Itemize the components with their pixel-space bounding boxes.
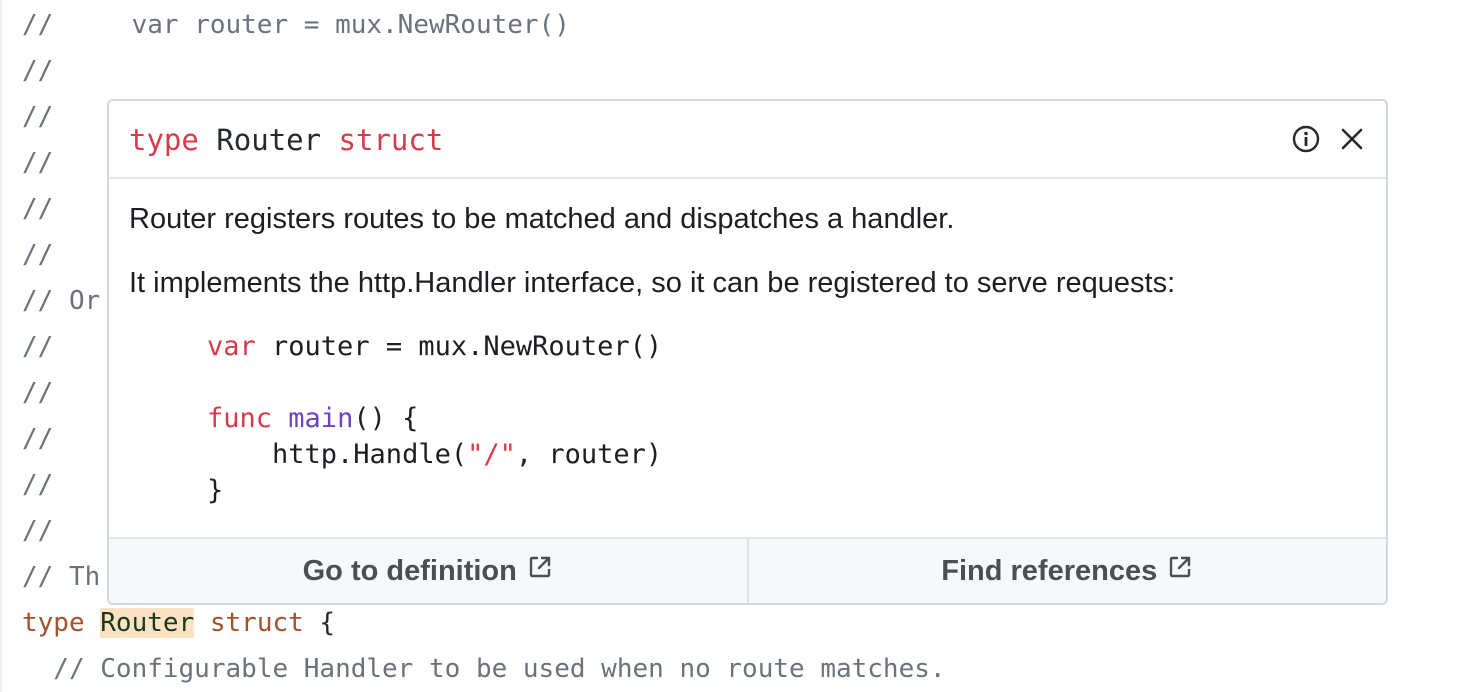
code-line: // Th	[22, 562, 101, 592]
code-line: //	[22, 102, 54, 132]
find-references-label: Find references	[941, 554, 1158, 587]
go-to-definition-label: Go to definition	[302, 554, 517, 587]
router-identifier[interactable]: Router	[100, 608, 195, 638]
code-line: // Or	[22, 286, 101, 316]
gutter-line	[0, 0, 2, 692]
close-icon[interactable]	[1338, 125, 1366, 153]
doc-paragraph: It implements the http.Handler interface…	[129, 267, 1176, 299]
external-link-icon	[527, 554, 553, 588]
code-line: //	[22, 240, 54, 270]
code-line: //	[22, 332, 54, 362]
code-line: // var router = mux.NewRouter()	[22, 10, 570, 40]
code-line: //	[22, 424, 54, 454]
code-line: //	[22, 378, 54, 408]
hover-tooltip: type Router struct Router registers rout…	[107, 99, 1388, 605]
find-references-button[interactable]: Find references	[746, 539, 1387, 603]
external-link-icon	[1167, 554, 1193, 588]
code-line: //	[22, 56, 54, 86]
hover-signature: type Router struct	[129, 123, 444, 157]
info-circle-icon[interactable]	[1292, 125, 1320, 153]
code-line: // Configurable Handler to be used when …	[22, 654, 946, 684]
doc-code-block: var router = mux.NewRouter() func main()…	[207, 331, 663, 506]
hover-footer: Go to definition Find references	[109, 537, 1386, 603]
doc-paragraph: Router registers routes to be matched an…	[129, 203, 955, 235]
hover-documentation: Router registers routes to be matched an…	[129, 201, 1366, 509]
code-line-decl: type Router struct {	[22, 608, 336, 638]
code-line: //	[22, 470, 54, 500]
code-line: //	[22, 148, 54, 178]
code-line: //	[22, 194, 54, 224]
code-line: //	[22, 516, 54, 546]
go-to-definition-button[interactable]: Go to definition	[109, 539, 747, 603]
hover-header: type Router struct	[109, 101, 1386, 179]
